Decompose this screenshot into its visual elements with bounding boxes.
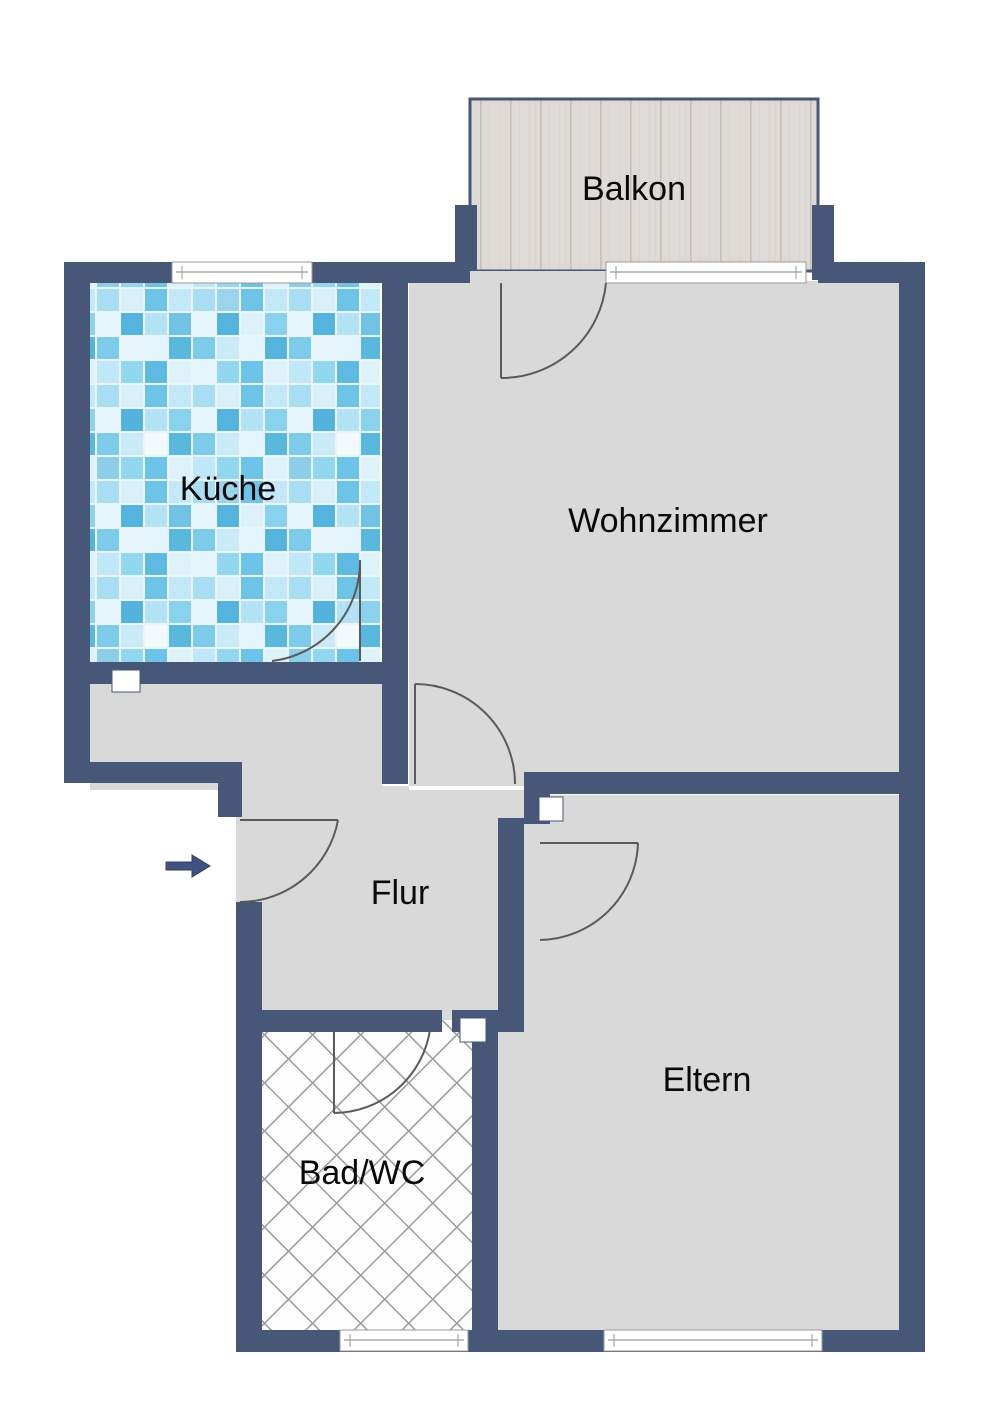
wall-top-mid bbox=[390, 262, 470, 283]
room-balkon bbox=[455, 97, 834, 280]
room-label-badwc: Bad/WC bbox=[299, 1154, 426, 1192]
wall-wohnzimmer-bottom bbox=[530, 772, 925, 794]
door-entry bbox=[239, 819, 339, 903]
balkon-wall-right bbox=[812, 205, 834, 280]
wall-kueche-right bbox=[382, 262, 408, 684]
door-kueche bbox=[271, 559, 362, 662]
eltern-floor bbox=[498, 795, 925, 1348]
room-label-balkon: Balkon bbox=[582, 170, 686, 208]
room-label-flur: Flur bbox=[371, 874, 430, 912]
door-wohnzimmer bbox=[414, 683, 516, 785]
wall-top-right bbox=[818, 262, 925, 283]
niche-wohnzimmer-eltern bbox=[538, 796, 564, 822]
wall-spur-step bbox=[218, 762, 242, 817]
balkon-floor bbox=[470, 99, 818, 271]
window-kueche-north bbox=[171, 261, 313, 284]
window-badwc-south bbox=[339, 1329, 469, 1352]
door-eltern bbox=[539, 842, 639, 941]
wall-left-outer bbox=[64, 262, 90, 782]
window-eltern-south bbox=[603, 1329, 823, 1352]
wall-spur-bottom bbox=[64, 762, 239, 783]
balcony-threshold bbox=[470, 271, 606, 281]
windows bbox=[171, 261, 823, 1352]
badwc-floor bbox=[242, 1020, 492, 1350]
niche-kueche-flur bbox=[111, 669, 141, 693]
wall-niches bbox=[111, 669, 564, 1043]
wall-right-outer bbox=[899, 262, 925, 1352]
room-label-kueche: Küche bbox=[180, 470, 276, 508]
balkon-wall-left bbox=[455, 205, 477, 280]
niche-flur-badwc bbox=[459, 1017, 487, 1043]
wall-kueche-bottom bbox=[90, 662, 382, 684]
kueche-floor bbox=[90, 281, 380, 666]
door-balcony bbox=[500, 282, 607, 380]
door-badwc bbox=[333, 1029, 431, 1114]
wohnzimmer-floor bbox=[409, 281, 925, 786]
wall-badwc-right bbox=[472, 1020, 498, 1352]
wall-flur-eltern bbox=[498, 818, 524, 1032]
wall-flur-top-left bbox=[382, 684, 408, 784]
arrow-right-icon bbox=[165, 854, 211, 878]
wall-badwc-left bbox=[236, 1010, 262, 1352]
window-wohnzimmer-north bbox=[605, 261, 807, 284]
room-label-wohnzimmer: Wohnzimmer bbox=[568, 502, 768, 540]
wall-flur-bottom bbox=[242, 1010, 442, 1032]
room-label-eltern: Eltern bbox=[663, 1061, 752, 1099]
flur-floor-lower bbox=[242, 790, 530, 1030]
doors bbox=[239, 282, 639, 1114]
